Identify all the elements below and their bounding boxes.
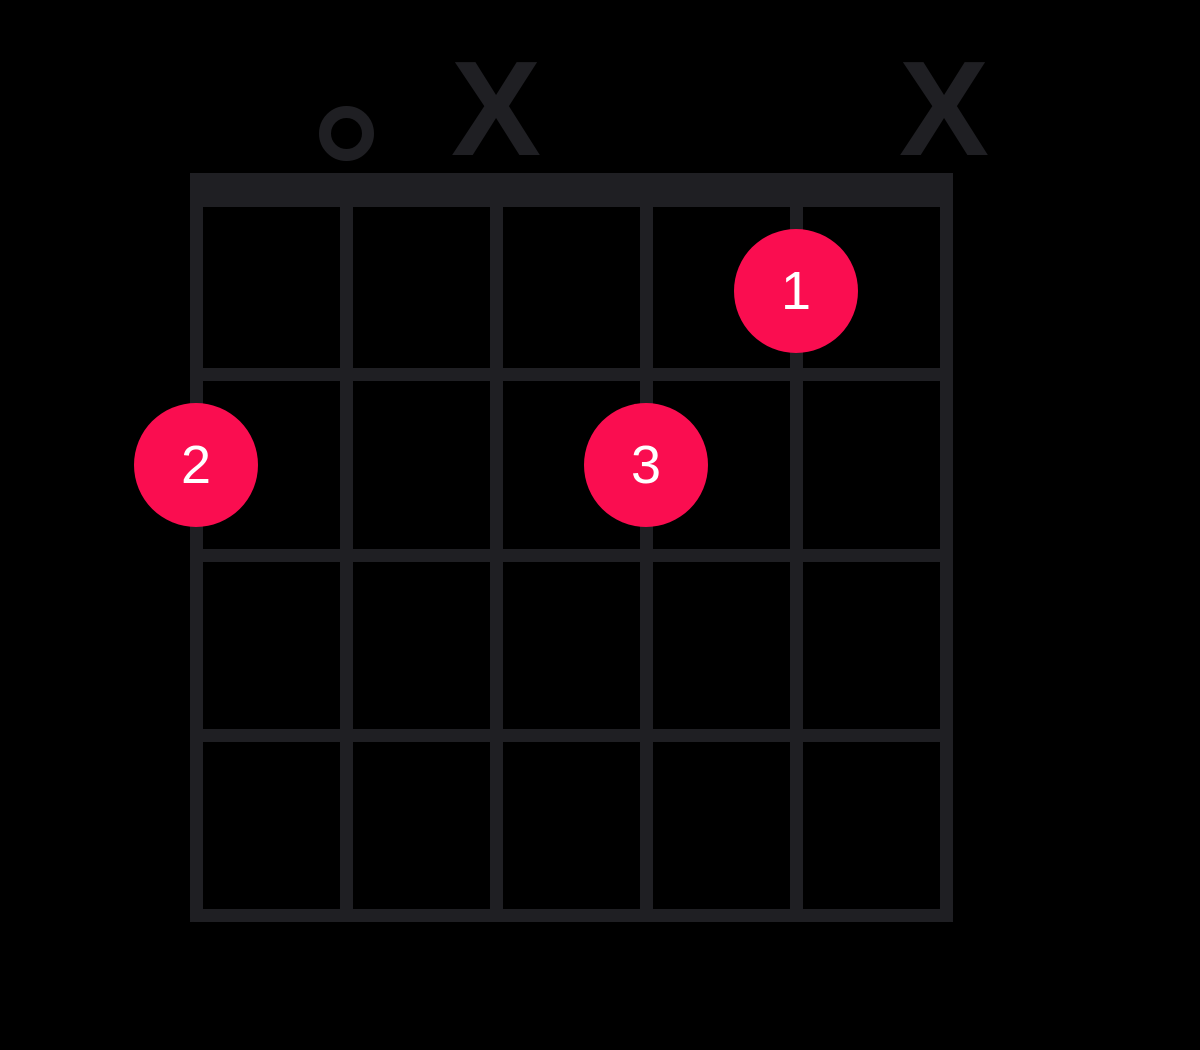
finger-dot: 3 bbox=[584, 403, 708, 527]
finger-number: 3 bbox=[630, 435, 662, 495]
string-line-1 bbox=[190, 173, 203, 922]
string-line-6 bbox=[940, 173, 953, 922]
string-line-2 bbox=[340, 173, 353, 922]
fret-line-4 bbox=[190, 909, 953, 922]
nut-bar bbox=[190, 173, 953, 207]
muted-string-icon: X bbox=[898, 32, 990, 184]
open-string-icon bbox=[319, 106, 374, 161]
finger-number: 1 bbox=[780, 261, 812, 321]
finger-dot: 1 bbox=[734, 229, 858, 353]
string-line-4 bbox=[640, 173, 653, 922]
fret-line-2 bbox=[190, 549, 953, 562]
fret-line-1 bbox=[190, 368, 953, 381]
string-line-3 bbox=[490, 173, 503, 922]
finger-dot: 2 bbox=[134, 403, 258, 527]
finger-number: 2 bbox=[180, 435, 212, 495]
fret-line-3 bbox=[190, 729, 953, 742]
muted-string-icon: X bbox=[450, 32, 542, 184]
